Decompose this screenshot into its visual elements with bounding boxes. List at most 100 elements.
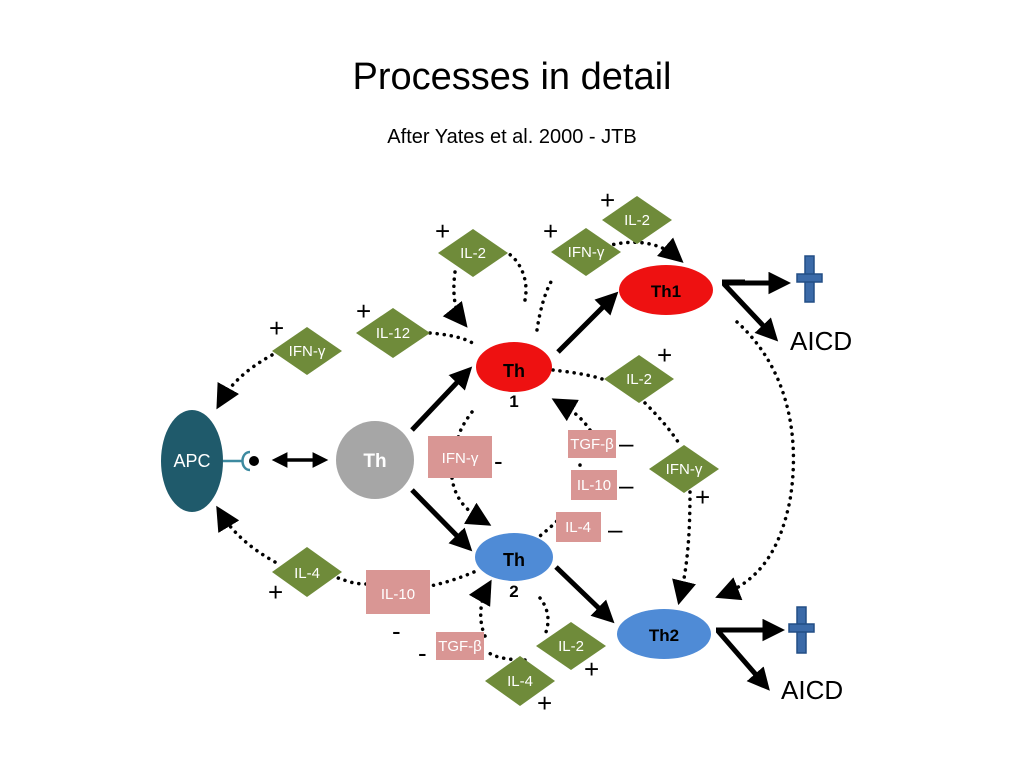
dotted-arrow-th2-il10 [428,570,476,588]
th-naive-label: Th [363,451,386,472]
cytokine-il4-left-shape [272,547,342,597]
death-cross-icon-bottom [788,606,815,654]
dotted-arrow-il2-top-left-in [442,270,468,328]
cytokine-ifng-left-shape [272,327,342,375]
dotted-arrow-il12-th1 [428,331,477,347]
apc-label: APC [173,451,210,471]
dotted-arrow-il10-il4 [336,576,368,586]
cytokine-ifng-top-label: IFN-γ [568,244,605,261]
plus-sign-il2-top-left: + [435,216,450,246]
th1-transitional-label: Th [503,361,525,381]
regulation-signs: + + + + + + + + + + - – – – - - [268,185,710,718]
minus-sign-ifng-center: - [494,446,503,476]
cytokine-il10-center-label: IL-10 [577,477,611,494]
cytokine-il2-bottom-shape [536,622,606,670]
th1-transitional-sublabel: 1 [509,392,518,411]
th1-cell [619,265,713,315]
cytokine-il2-mid-right-label: IL-2 [626,371,652,388]
cytokine-il2-top-left-label: IL-2 [460,245,486,262]
cytokine-il2-mid-right-shape [604,355,674,403]
cytokine-ifng-top-shape [551,228,621,276]
cytokine-il10-left-label: IL-10 [381,586,415,603]
th-naive-cell [336,421,414,499]
plus-sign-il4-left: + [268,577,283,607]
th2-transitional-label: Th [503,550,525,570]
minus-sign-il10-left: - [392,616,401,646]
plus-sign-ifng-left: + [269,313,284,343]
dotted-arrow-th2-il4-center [533,518,560,542]
cytokine-il4-center-shape [556,512,601,542]
plus-sign-ifng-right: + [695,482,710,512]
arrow-th2-trans-to-th2 [554,565,615,624]
plus-sign-il2-bottom: + [584,654,599,684]
cells: APC Th Th 1 Th 2 Th1 Th2 [161,265,713,659]
cytokine-il4-bottom-label: IL-4 [507,673,533,690]
receptor-icon [223,450,259,472]
arrow-th-to-th1-trans [410,366,473,432]
cytokine-tgfb-center-label: TGF-β [570,436,614,453]
cytokine-il12-shape [356,308,430,358]
plus-sign-il2-mid-right: + [657,340,672,370]
plus-sign-il12: + [356,296,371,326]
dotted-arrow-ifng-apc [216,353,274,410]
slide-title: Processes in detail [352,56,672,98]
cytokine-ifng-left-label: IFN-γ [289,343,326,360]
dotted-arrow-th1-ifng-neg [456,410,474,442]
arrow-th2-to-aicd [716,629,770,691]
cytokine-il12-label: IL-12 [376,325,410,342]
cytokine-ifng-center-shape [428,436,492,478]
dotted-arrow-th2-il2-bottom [538,596,550,634]
th2-label: Th2 [649,626,679,645]
dotted-arrow-ifng-top-out [535,278,554,332]
dotted-arrow-il2-top-left-out [503,250,528,302]
death-cross-icon-top [796,255,823,303]
cytokine-ifng-right-shape [649,445,719,493]
cytokine-il4-bottom-shape [485,656,555,706]
dotted-arrow-tgfb-th2 [468,579,492,638]
cytokine-il10-center-shape [571,470,617,500]
dotted-arrow-il4-apc [216,505,277,564]
th1-label: Th1 [651,282,681,301]
plus-sign-il2-top-right: + [600,185,615,215]
cytokine-tgfb-bottom-shape [436,632,484,660]
negative-cytokines: IFN-γ TGF-β IL-10 IL-4 IL-10 TGF-β [366,430,617,660]
th1-transitional-cell [476,342,552,392]
aicd-label-top: AICD [790,326,852,356]
minus-sign-il4-center: – [608,514,623,544]
cytokine-tgfb-bottom-label: TGF-β [438,638,482,655]
th2-cell [617,609,711,659]
dotted-arrow-center-th1 [551,398,592,432]
arrow-th1-trans-to-th1 [556,291,619,354]
cytokine-il2-top-left-shape [438,229,508,277]
cytokine-il2-top-right-shape [602,196,672,244]
positive-cytokines: IL-2 IFN-γ IL-2 IL-12 IFN-γ IL-2 IFN-γ I… [272,196,719,706]
dotted-arrow-th1-th2 [715,320,796,601]
plus-sign-il4-bottom: + [537,688,552,718]
dotted-arrow-ifng-th2-neg [450,476,492,526]
dotted-arrow-th1-il2-right [551,368,607,382]
dotted-arrow-il2-ifng-right [643,401,682,447]
minus-sign-il10-center: – [619,470,634,500]
cytokine-ifng-right-label: IFN-γ [666,461,703,478]
plus-sign-ifng-top: + [543,216,558,246]
minus-sign-tgfb-center: – [619,428,634,458]
feedback-arrows [216,237,796,662]
arrow-th1-to-aicd [722,282,779,342]
cytokine-il2-top-right-label: IL-2 [624,212,650,229]
th2-transitional-sublabel: 2 [509,582,518,601]
apc-cell [161,410,223,512]
th2-transitional-cell [475,533,553,581]
cytokine-tgfb-center-shape [568,430,616,458]
cytokine-ifng-center-label: IFN-γ [442,450,479,467]
arrow-th-to-th2-trans [410,488,473,552]
cytokine-il10-left-shape [366,570,430,614]
slide-subtitle: After Yates et al. 2000 - JTB [387,126,637,148]
dotted-arrow-ifng-th2 [672,490,696,606]
solid-arrows [271,271,791,691]
cytokine-il4-left-label: IL-4 [294,565,320,582]
minus-sign-tgfb-bottom: - [418,638,427,668]
cytokine-il4-center-label: IL-4 [565,519,591,536]
aicd-label-bottom: AICD [781,675,843,705]
